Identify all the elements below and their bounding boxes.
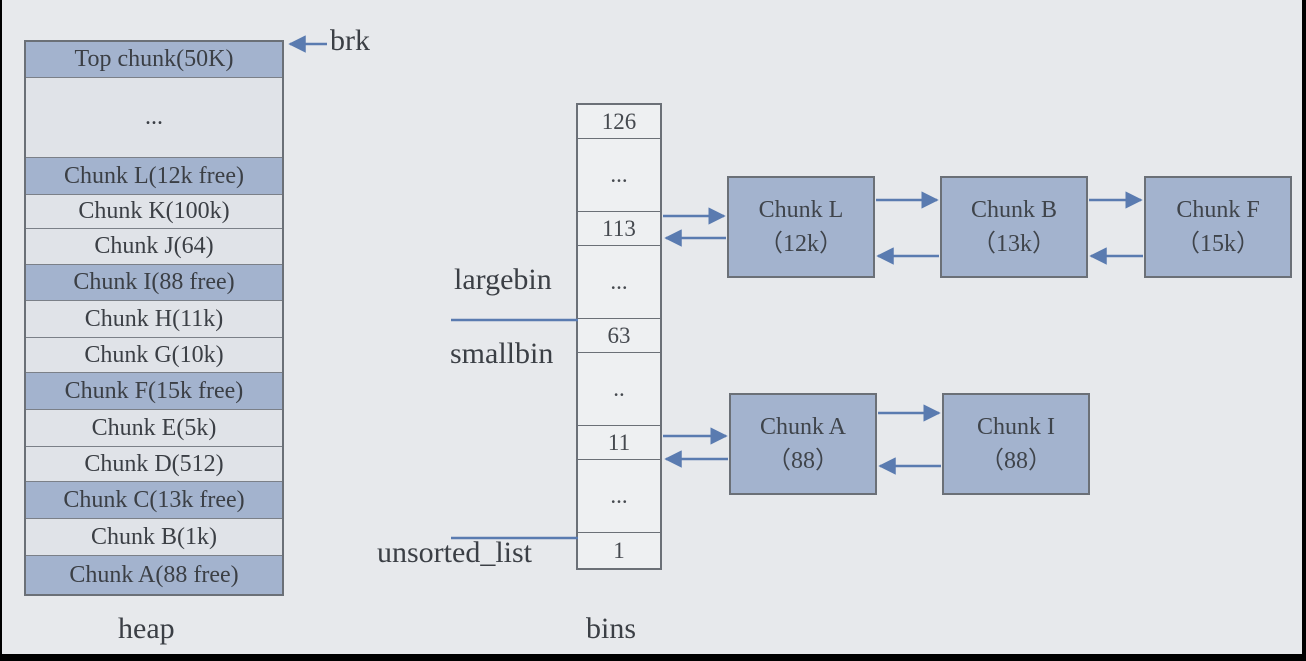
heap-cell: Chunk H(11k) (26, 301, 282, 338)
heap-cell: Chunk I(88 free) (26, 265, 282, 301)
bin-cell: 63 (578, 319, 660, 353)
chunk-size: （12k） (759, 231, 843, 257)
bins-column: 126...113...63..11...1 (576, 103, 662, 570)
heap-column: Top chunk(50K)...Chunk L(12k free)Chunk … (24, 40, 284, 596)
chunk-size: （88） (980, 448, 1052, 474)
smallbin-label: smallbin (450, 337, 554, 370)
chunk-name: Chunk F (1176, 197, 1260, 223)
bin-cell: 113 (578, 212, 660, 246)
chunk-size: （88） (767, 448, 839, 474)
heap-cell: Chunk A(88 free) (26, 556, 282, 594)
bin-cell: ... (578, 246, 660, 319)
heap-cell: Chunk E(5k) (26, 410, 282, 447)
chunk-name: Chunk I (977, 414, 1055, 440)
bin-cell: 11 (578, 426, 660, 460)
chunk-name: Chunk B (970, 197, 1057, 223)
heap-cell: Chunk B(1k) (26, 519, 282, 556)
heap-cell: Top chunk(50K) (26, 42, 282, 78)
chunk-size: （15k） (1176, 231, 1260, 257)
largebin-label: largebin (454, 263, 552, 296)
brk-label: brk (330, 24, 370, 57)
bin-cell: 126 (578, 105, 660, 139)
heap-cell: Chunk L(12k free) (26, 158, 282, 195)
chunk-box-large-1: Chunk B （13k） (940, 176, 1088, 278)
chunk-name: Chunk L (758, 197, 844, 223)
heap-cell: Chunk G(10k) (26, 338, 282, 373)
bin-cell: .. (578, 353, 660, 426)
heap-cell: Chunk D(512) (26, 447, 282, 482)
bins-label: bins (586, 612, 637, 645)
chunk-box-small-1: Chunk I （88） (942, 393, 1090, 495)
chunk-size: （13k） (972, 231, 1056, 257)
heap-cell: ... (26, 78, 282, 158)
heap-cell: Chunk K(100k) (26, 195, 282, 229)
bin-cell: ... (578, 139, 660, 212)
chunk-box-large-0: Chunk L （12k） (727, 176, 875, 278)
chunk-name: Chunk A (759, 414, 846, 440)
chunk-box-large-2: Chunk F （15k） (1144, 176, 1292, 278)
heap-cell: Chunk F(15k free) (26, 373, 282, 410)
bin-cell: ... (578, 460, 660, 533)
heap-cell: Chunk J(64) (26, 229, 282, 265)
unsorted-list-label: unsorted_list (377, 536, 532, 569)
heap-label: heap (118, 612, 175, 645)
chunk-box-small-0: Chunk A （88） (729, 393, 877, 495)
bin-cell: 1 (613, 537, 625, 563)
heap-cell: Chunk C(13k free) (26, 482, 282, 519)
